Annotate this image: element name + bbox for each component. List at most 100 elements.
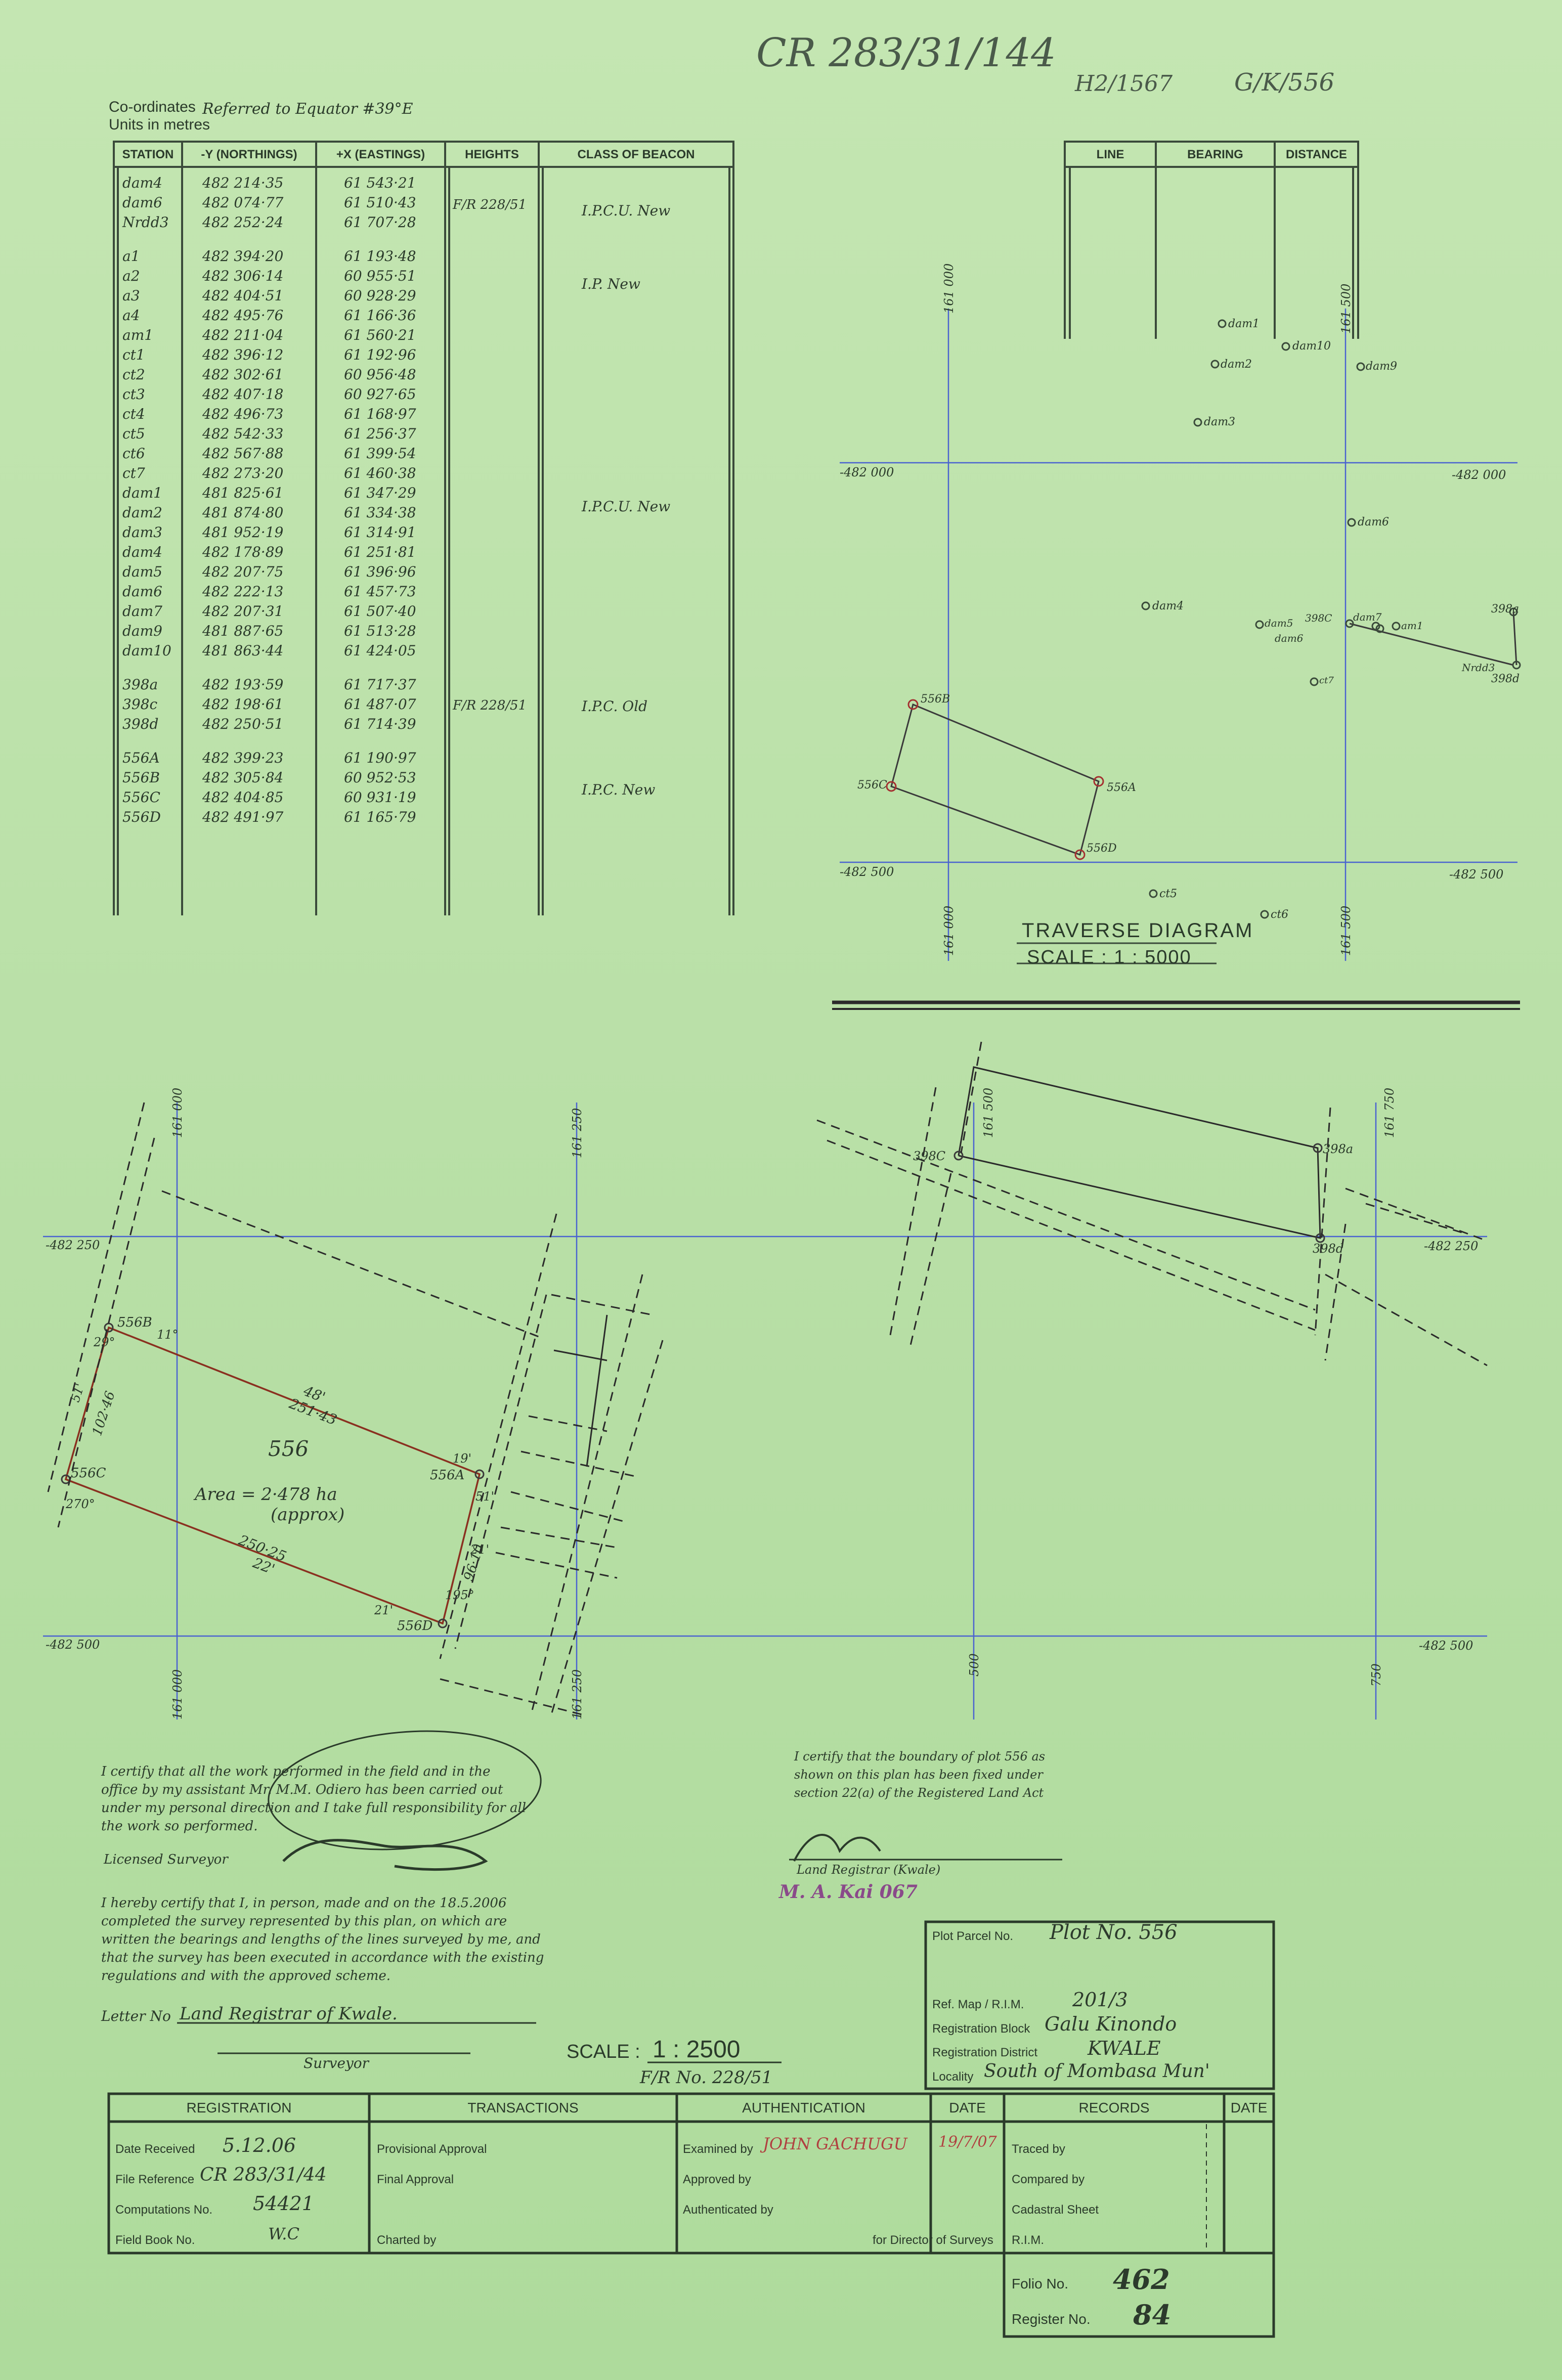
traverse-title: TRAVERSE DIAGRAM: [1022, 919, 1254, 942]
computations-label: Computations No.: [115, 2203, 213, 2217]
dim-label: 29°: [94, 1335, 115, 1349]
northing-value: 481 874·80: [202, 504, 284, 521]
easting-value: 61 543·21: [344, 174, 416, 191]
folio-label: Folio No.: [1012, 2276, 1069, 2291]
station-name: 556B: [122, 769, 160, 786]
trav-station: dam7: [1353, 611, 1382, 623]
easting-value: 60 928·29: [344, 287, 416, 304]
northing-value: 482 222·13: [202, 583, 284, 600]
station-name: ct5: [122, 425, 145, 442]
beacon-398a: 398a: [1323, 1142, 1354, 1156]
beacon-556b: 556B: [117, 1315, 152, 1330]
northing-value: 481 863·44: [202, 642, 284, 659]
northing-value: 482 250·51: [202, 716, 284, 732]
letter-no-value: Land Registrar of Kwale.: [180, 2004, 398, 2024]
station-name: dam10: [122, 642, 171, 659]
examined-date: 19/7/07: [938, 2133, 997, 2151]
easting-value: 61 424·05: [344, 642, 416, 659]
easting-value: 61 168·97: [344, 406, 416, 422]
easting-value: 61 347·29: [344, 484, 416, 501]
station-name: ct6: [122, 445, 145, 462]
northing-value: 482 252·24: [202, 214, 284, 231]
register-label: Register No.: [1012, 2311, 1091, 2327]
for-director-label: for Director of Surveys: [873, 2233, 993, 2247]
northing-value: 482 207·75: [202, 563, 284, 580]
right-grid-label: 750: [1369, 1663, 1383, 1687]
trav-station: 398d: [1491, 673, 1520, 685]
coord-reference: Referred to Equator #39°E: [202, 100, 413, 118]
col-heights: HEIGHTS: [465, 148, 519, 161]
trav-station: Nrdd3: [1462, 662, 1495, 674]
northing-value: 481 952·19: [202, 524, 284, 541]
heights-ref-2: F/R 228/51: [453, 698, 527, 713]
station-name: dam4: [122, 174, 162, 191]
ref-right-2: G/K/556: [1234, 68, 1335, 97]
easting-value: 61 399·54: [344, 445, 416, 462]
beacon-556c: 556C: [71, 1466, 106, 1481]
northing-value: 482 399·23: [202, 750, 284, 766]
northing-value: 482 396·12: [202, 346, 284, 363]
plan-grid-label: 161 000: [170, 1087, 185, 1138]
approved-by-label: Approved by: [683, 2173, 751, 2186]
trav-station: 398a: [1491, 603, 1520, 615]
trav-grid-label: 161 500: [1339, 905, 1353, 956]
northing-value: 481 825·61: [202, 484, 284, 501]
station-name: dam9: [122, 623, 162, 639]
station-name: dam6: [122, 194, 162, 211]
survey-certificate: I hereby certify that I, in person, made…: [101, 1896, 544, 1984]
right-grid-label: 500: [967, 1653, 981, 1677]
traced-by-label: Traced by: [1012, 2142, 1065, 2156]
beacon-556a: 556A: [430, 1468, 465, 1483]
col-eastings: +X (EASTINGS): [336, 148, 425, 161]
easting-value: 60 956·48: [344, 366, 416, 383]
dim-label: 11°: [157, 1328, 179, 1342]
station-name: dam1: [122, 484, 162, 501]
col-distance: DISTANCE: [1286, 148, 1347, 161]
dim-label: 270°: [66, 1497, 95, 1511]
parcel-area: Area = 2·478 ha: [195, 1484, 337, 1505]
trav-grid-label: -482 000: [1452, 468, 1506, 482]
trav-station: 556C: [857, 779, 887, 791]
northing-value: 482 394·20: [202, 248, 284, 265]
field-book-label: Field Book No.: [115, 2233, 195, 2247]
rim-label: R.I.M.: [1012, 2233, 1044, 2247]
parcel-number: 556: [268, 1436, 309, 1461]
northing-value: 482 211·04: [202, 327, 284, 343]
parcel-area-note: (approx): [271, 1505, 345, 1525]
station-name: 398a: [122, 676, 158, 693]
col-line: LINE: [1096, 148, 1124, 161]
examined-by-value: JOHN GACHUGU: [763, 2134, 907, 2153]
northing-value: 482 404·51: [202, 287, 284, 304]
station-name: 556A: [122, 750, 160, 766]
register-value: 84: [1133, 2299, 1172, 2331]
letter-no-label: Letter No: [101, 2008, 171, 2024]
northing-value: 482 198·61: [202, 696, 284, 713]
easting-value: 60 927·65: [344, 386, 416, 403]
station-name: 398c: [122, 696, 158, 713]
easting-value: 61 165·79: [344, 809, 416, 825]
file-ref-value: CR 283/31/44: [200, 2165, 327, 2185]
hdr-date: DATE: [949, 2100, 986, 2115]
northing-value: 482 407·18: [202, 386, 284, 403]
coord-title: Co-ordinates: [109, 99, 196, 115]
easting-value: 61 192·96: [344, 346, 416, 363]
plan-grid-label: 161 250: [570, 1669, 584, 1720]
right-grid-label: -482 250: [1424, 1239, 1479, 1253]
col-bearing: BEARING: [1187, 148, 1243, 161]
northing-value: 482 074·77: [202, 194, 284, 211]
folio-value: 462: [1113, 2263, 1170, 2296]
station-name: ct7: [122, 465, 145, 481]
hdr-records: RECORDS: [1078, 2100, 1150, 2115]
licensed-surveyor-label: Licensed Surveyor: [104, 1852, 228, 1867]
trav-station: dam6: [1275, 632, 1304, 644]
hdr-registration: REGISTRATION: [186, 2100, 292, 2115]
northing-value: 482 567·88: [202, 445, 284, 462]
station-name: ct3: [122, 386, 145, 403]
easting-value: 61 166·36: [344, 307, 416, 324]
dim-label: 195°: [445, 1588, 474, 1602]
trav-grid-label: -482 500: [840, 865, 894, 879]
trav-station: 556A: [1107, 781, 1136, 794]
northing-value: 482 302·61: [202, 366, 284, 383]
